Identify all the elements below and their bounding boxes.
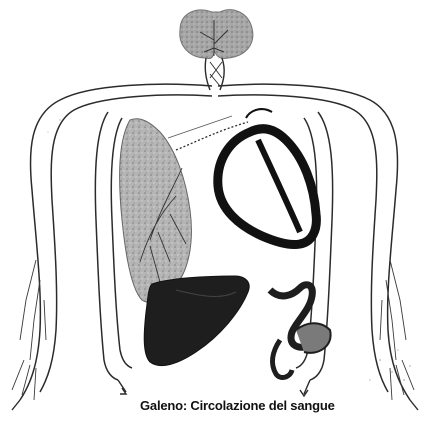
brain bbox=[180, 10, 253, 59]
liver bbox=[144, 276, 249, 366]
lung bbox=[120, 119, 192, 303]
intestine bbox=[270, 285, 331, 378]
diagram-caption: Galeno: Circolazione del sangue bbox=[140, 398, 426, 418]
heart bbox=[218, 109, 317, 244]
upper-vessels bbox=[20, 84, 410, 400]
